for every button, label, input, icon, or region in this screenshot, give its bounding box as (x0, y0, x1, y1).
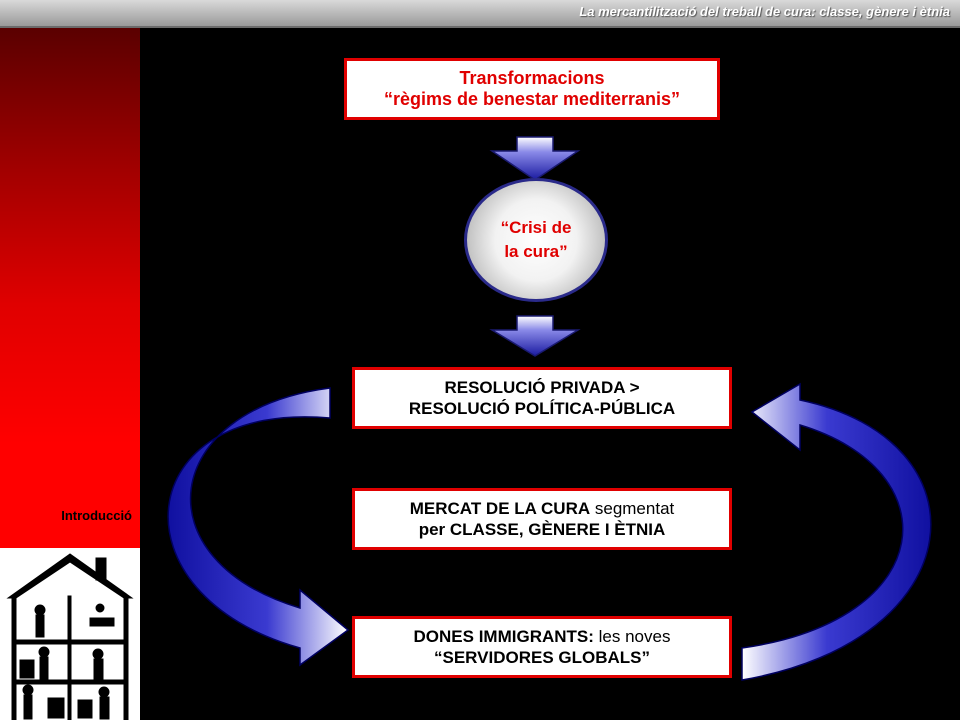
header-bar: La mercantilització del treball de cura:… (0, 0, 960, 28)
immigrant-women-label: DONES IMMIGRANTS: (413, 627, 594, 646)
sidebar-section-label: Introducció (61, 508, 132, 523)
resolution-line1: RESOLUCIÓ PRIVADA > (444, 378, 640, 397)
transformations-subtitle: “règims de benestar mediterranis” (383, 89, 681, 109)
care-crisis-ellipse: “Crisi de la cura” (464, 178, 608, 302)
immigrant-women-noves: les noves (593, 627, 671, 646)
care-market-box: MERCAT DE LA CURA segmentat per CLASSE, … (352, 488, 732, 550)
transformations-box: Transformacions “règims de benestar medi… (344, 58, 720, 120)
immigrant-women-line2: “SERVIDORES GLOBALS” (434, 648, 650, 667)
care-market-label: MERCAT DE LA CURA (409, 499, 591, 518)
resolution-box: RESOLUCIÓ PRIVADA > RESOLUCIÓ POLÍTICA-P… (352, 367, 732, 429)
care-market-segmented: segmentat (590, 499, 675, 518)
curved-arrow-icon (741, 382, 932, 681)
down-arrow-icon (489, 315, 581, 357)
immigrant-women-box: DONES IMMIGRANTS: les noves “SERVIDORES … (352, 616, 732, 678)
resolution-line2: RESOLUCIÓ POLÍTICA-PÚBLICA (408, 399, 676, 418)
transformations-title: Transformacions (459, 68, 605, 88)
curved-arrow-icon (167, 387, 350, 667)
header-title: La mercantilització del treball de cura:… (579, 4, 950, 19)
down-arrow-icon (489, 136, 581, 181)
care-crisis-line2: la cura” (504, 242, 568, 261)
care-market-line2: per CLASSE, GÈNERE I ÈTNIA (418, 520, 666, 539)
care-crisis-line1: “Crisi de (500, 218, 572, 237)
house-illustration (0, 548, 140, 720)
